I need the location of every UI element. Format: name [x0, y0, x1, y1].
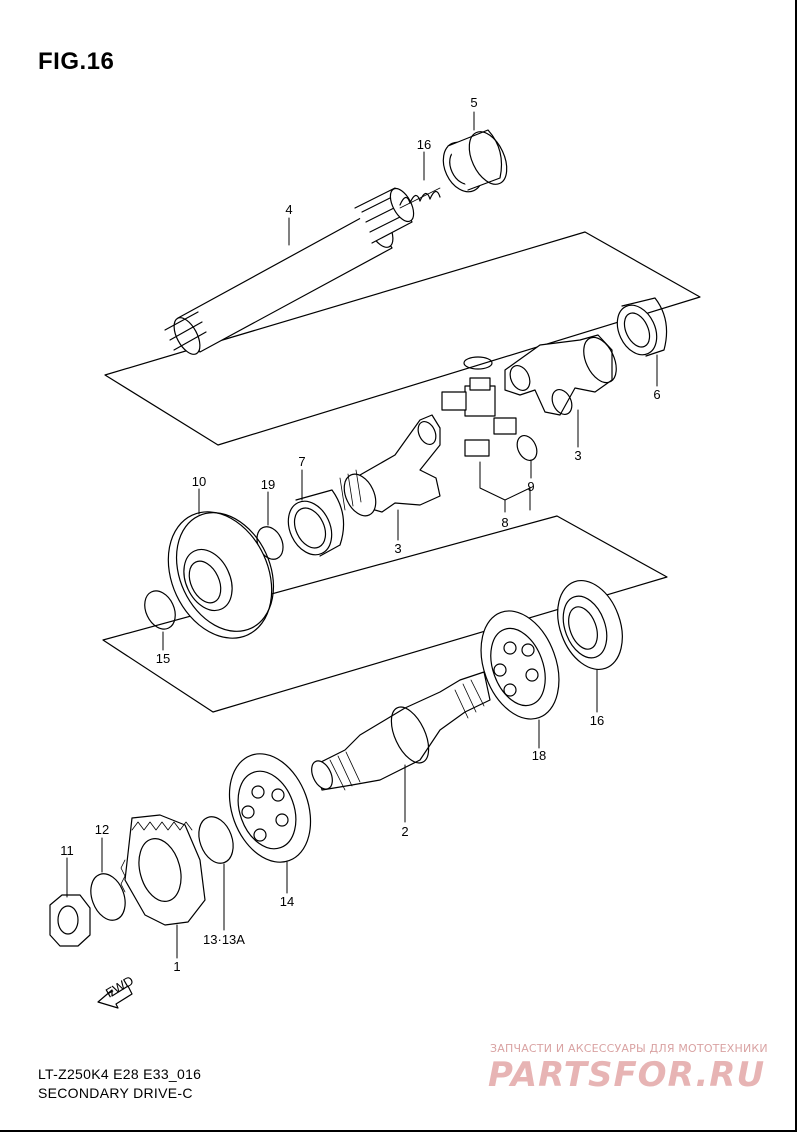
watermark-tagline: ЗАПЧАСТИ И АКСЕССУАРЫ ДЛЯ МОТОТЕХНИКИ: [490, 1042, 768, 1055]
part-number-3-upper: 3: [574, 448, 581, 463]
part-number-11: 11: [60, 843, 74, 858]
bearing-part-18: [480, 610, 560, 720]
lower-group-box: [102, 515, 668, 713]
leader-lines: [66, 111, 658, 959]
bearing-part-16: [557, 579, 623, 671]
nut-part-11: [49, 894, 91, 947]
footer-model-code: LT-Z250K4 E28 E33_016: [38, 1066, 202, 1082]
o-ring-part-15: [144, 590, 176, 630]
part-number-16: 16: [590, 713, 604, 728]
footer-section-name: SECONDARY DRIVE-C: [38, 1085, 193, 1101]
bushing-part-7: [287, 489, 345, 557]
part-number-14: 14: [280, 894, 294, 909]
shim-part-13: [198, 816, 234, 864]
part-number-1: 1: [173, 959, 180, 974]
part-number-3-lower: 3: [394, 541, 401, 556]
yoke-part-3-lower: [339, 414, 441, 517]
part-number-18: 18: [532, 748, 546, 763]
bearing-part-14: [228, 753, 312, 863]
part-number-10: 10: [192, 474, 206, 489]
part-number-15: 15: [156, 651, 170, 666]
boot-part-5: [442, 129, 508, 193]
part-number-6: 6: [653, 387, 660, 402]
bevel-gear-part-1: [120, 814, 206, 926]
part-number-7: 7: [298, 454, 305, 469]
part-number-2: 2: [401, 824, 408, 839]
part-number-9: 9: [527, 479, 534, 494]
universal-joint-part-8: [441, 356, 517, 457]
cover-plate-part-10: [167, 511, 275, 639]
watermark-logo: PARTSFOR.RU: [488, 1055, 766, 1095]
part-number-4: 4: [285, 202, 292, 217]
part-number-8: 8: [501, 515, 508, 530]
part-number-19: 19: [261, 477, 275, 492]
seal-part-6: [616, 297, 668, 357]
circlip-part-9: [516, 435, 538, 461]
part-number-12: 12: [95, 822, 109, 837]
washer-part-12: [90, 873, 126, 921]
drive-shaft-part-4: [164, 187, 415, 355]
output-shaft-part-2: [311, 671, 491, 791]
figure-title: FIG.16: [38, 48, 115, 75]
part-number-labels: 5 16 4 6 3 9 8 3 7 19 10 15 16 18 2 14 1…: [60, 95, 660, 974]
part-number-13: 13·13A: [203, 932, 245, 947]
spring-part-17: [399, 187, 441, 209]
yoke-part-3-upper: [504, 334, 617, 416]
part-number-5: 5: [470, 95, 477, 110]
part-number-17: 16: [417, 137, 431, 152]
forward-direction-marker: [97, 985, 133, 1009]
upper-group-box: [104, 231, 701, 446]
